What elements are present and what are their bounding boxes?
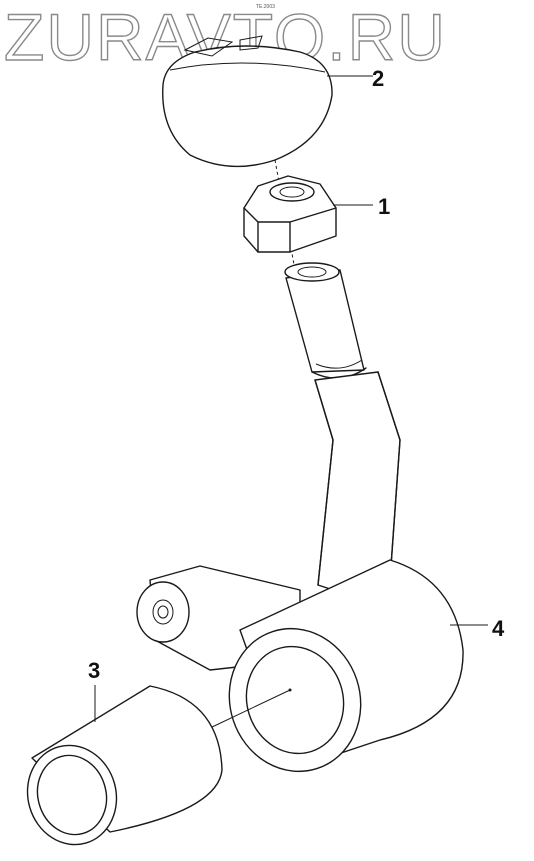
tiny-mark: TE.2003 xyxy=(256,4,275,10)
part-hex-nut xyxy=(243,175,337,253)
leader-lines xyxy=(94,75,488,722)
part-bushing xyxy=(26,685,223,846)
part-lever-hub xyxy=(228,559,464,773)
bushing-axis-line xyxy=(209,689,291,729)
callout-3: 3 xyxy=(88,658,100,683)
callout-1: 1 xyxy=(378,194,390,219)
part-shaft-pin xyxy=(284,262,367,379)
callout-2: 2 xyxy=(372,66,384,91)
part-knob xyxy=(162,35,333,168)
callout-4: 4 xyxy=(492,616,505,641)
